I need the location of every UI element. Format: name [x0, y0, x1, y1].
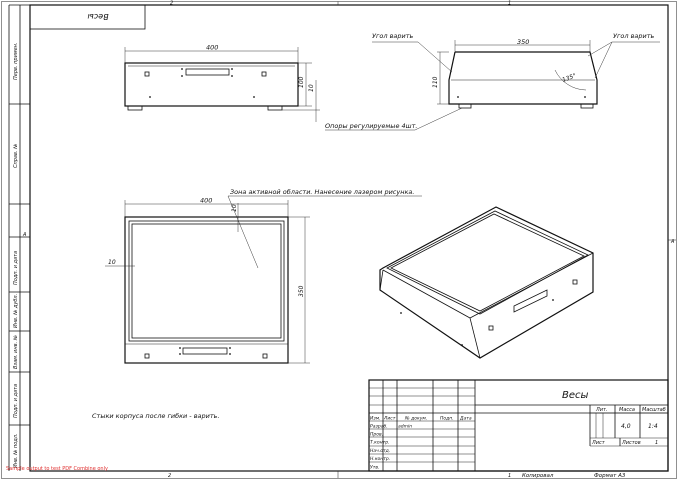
top-view: 400 350 10 10 Зона активной области. Нан…: [105, 188, 422, 364]
weld-label-right: Угол варить: [613, 32, 655, 40]
top-width-dim: 400: [200, 197, 212, 205]
zone-marker-top-right: 1: [508, 1, 511, 7]
row-role-checked: Пров.: [370, 432, 383, 438]
col-header-date: Дата: [459, 416, 472, 422]
margin-label-first-use: Перв. примен.: [13, 42, 19, 80]
margin-label-replace-inv: Взам. инв. №: [13, 335, 19, 369]
margin-label-sign-date-2: Подп. и дата: [13, 384, 19, 418]
mass-value: 4,0: [621, 423, 631, 430]
margin-label-dup-inv: Инв. № дубл.: [13, 294, 19, 328]
front-height-dim: 100: [298, 76, 305, 88]
scale-header: Масштаб: [642, 407, 666, 413]
weld-label-left: Угол варить: [372, 32, 414, 40]
feet-label: Опоры регулируемые 4шт.: [325, 122, 417, 130]
watermark: Sample output to test PDF Combine only: [6, 466, 108, 472]
margin-label-original-inv: Инв. № подл.: [13, 434, 19, 469]
left-margin-strip: Перв. примен. Справ. № Подп. и дата Инв.…: [8, 4, 30, 471]
title-block: Весы Изм. Лист № докум. Подп. Дата Разра…: [368, 379, 669, 472]
col-header-change: Изм.: [370, 416, 381, 422]
row-role-tech-control: Т.контр.: [370, 440, 390, 446]
sheets-value: 1: [655, 440, 658, 446]
copied-label: Копировал: [522, 473, 554, 479]
mass-header: Масса: [619, 407, 635, 413]
zone-marker-top-left: 2: [170, 1, 173, 7]
top-offset-dim: 10: [231, 204, 238, 212]
row-role-dept-head: Нач.отд.: [370, 448, 390, 454]
svg-text:Весы: Весы: [87, 12, 108, 21]
title-block-name: Весы: [562, 390, 589, 401]
lit-header: Лит.: [595, 407, 608, 413]
scale-value: 1:4: [648, 423, 658, 430]
front-foot-dim: 10: [308, 84, 315, 92]
zone-marker-left: A: [22, 232, 27, 238]
row-role-norm-control: Н.контр.: [370, 456, 390, 462]
side-width-dim: 350: [517, 38, 529, 46]
col-header-sheet: Лист: [383, 416, 396, 422]
front-view: 400 100 10: [124, 44, 320, 122]
col-header-signature: Подп.: [440, 416, 454, 422]
side-angle-dim: 135°: [561, 72, 577, 84]
row-role-developer: Разраб.: [370, 424, 388, 430]
active-zone-label: Зона активной области. Нанесение лазером…: [230, 188, 414, 196]
isometric-view: [379, 206, 594, 359]
front-width-dim: 400: [206, 44, 218, 52]
margin-label-sign-date-1: Подп. и дата: [13, 251, 19, 285]
row-name-developer: admin: [398, 424, 412, 430]
inner-frame: [29, 4, 669, 472]
sheet-label: Лист: [591, 440, 606, 446]
row-role-approved: Утв.: [370, 465, 379, 471]
top-depth-dim: 350: [298, 285, 305, 297]
sheets-label: Листов: [621, 440, 641, 446]
zone-marker-bottom-right: 1: [508, 473, 511, 479]
top-stamp: Весы: [29, 4, 146, 30]
side-view: 350 110 135° Угол варить Угол варить Опо…: [325, 32, 660, 131]
side-height-dim: 110: [432, 76, 439, 88]
margin-label-reference: Справ. №: [13, 144, 19, 168]
format-label: Формат А3: [594, 473, 626, 479]
zone-marker-bottom-left: 2: [168, 473, 171, 479]
zone-marker-right: A: [670, 239, 675, 245]
welding-note: Стыки корпуса после гибки - варить.: [92, 412, 220, 420]
left-offset-dim: 10: [108, 259, 116, 266]
col-header-doc-no: № докум.: [404, 416, 427, 422]
